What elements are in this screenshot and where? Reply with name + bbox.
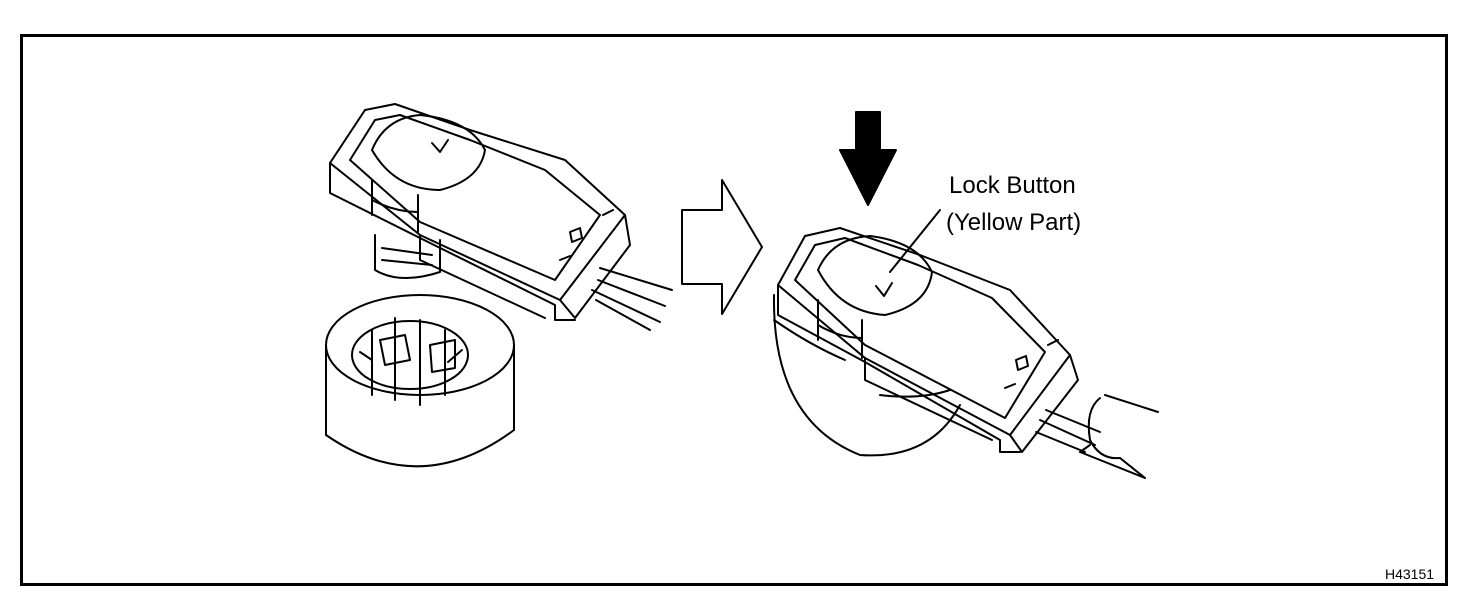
figure-code: H43151	[1385, 566, 1435, 582]
direction-arrow	[681, 179, 763, 315]
leader-line	[889, 209, 941, 273]
sensor-body-right	[772, 294, 961, 457]
callout-line-1: Lock Button	[949, 172, 1076, 199]
figure-frame	[20, 34, 1448, 586]
connector-left	[329, 103, 673, 331]
sensor-socket-left	[325, 294, 515, 468]
connector-right	[777, 227, 1159, 479]
callout-line-2: (Yellow Part)	[946, 209, 1082, 236]
press-arrow	[839, 111, 897, 206]
